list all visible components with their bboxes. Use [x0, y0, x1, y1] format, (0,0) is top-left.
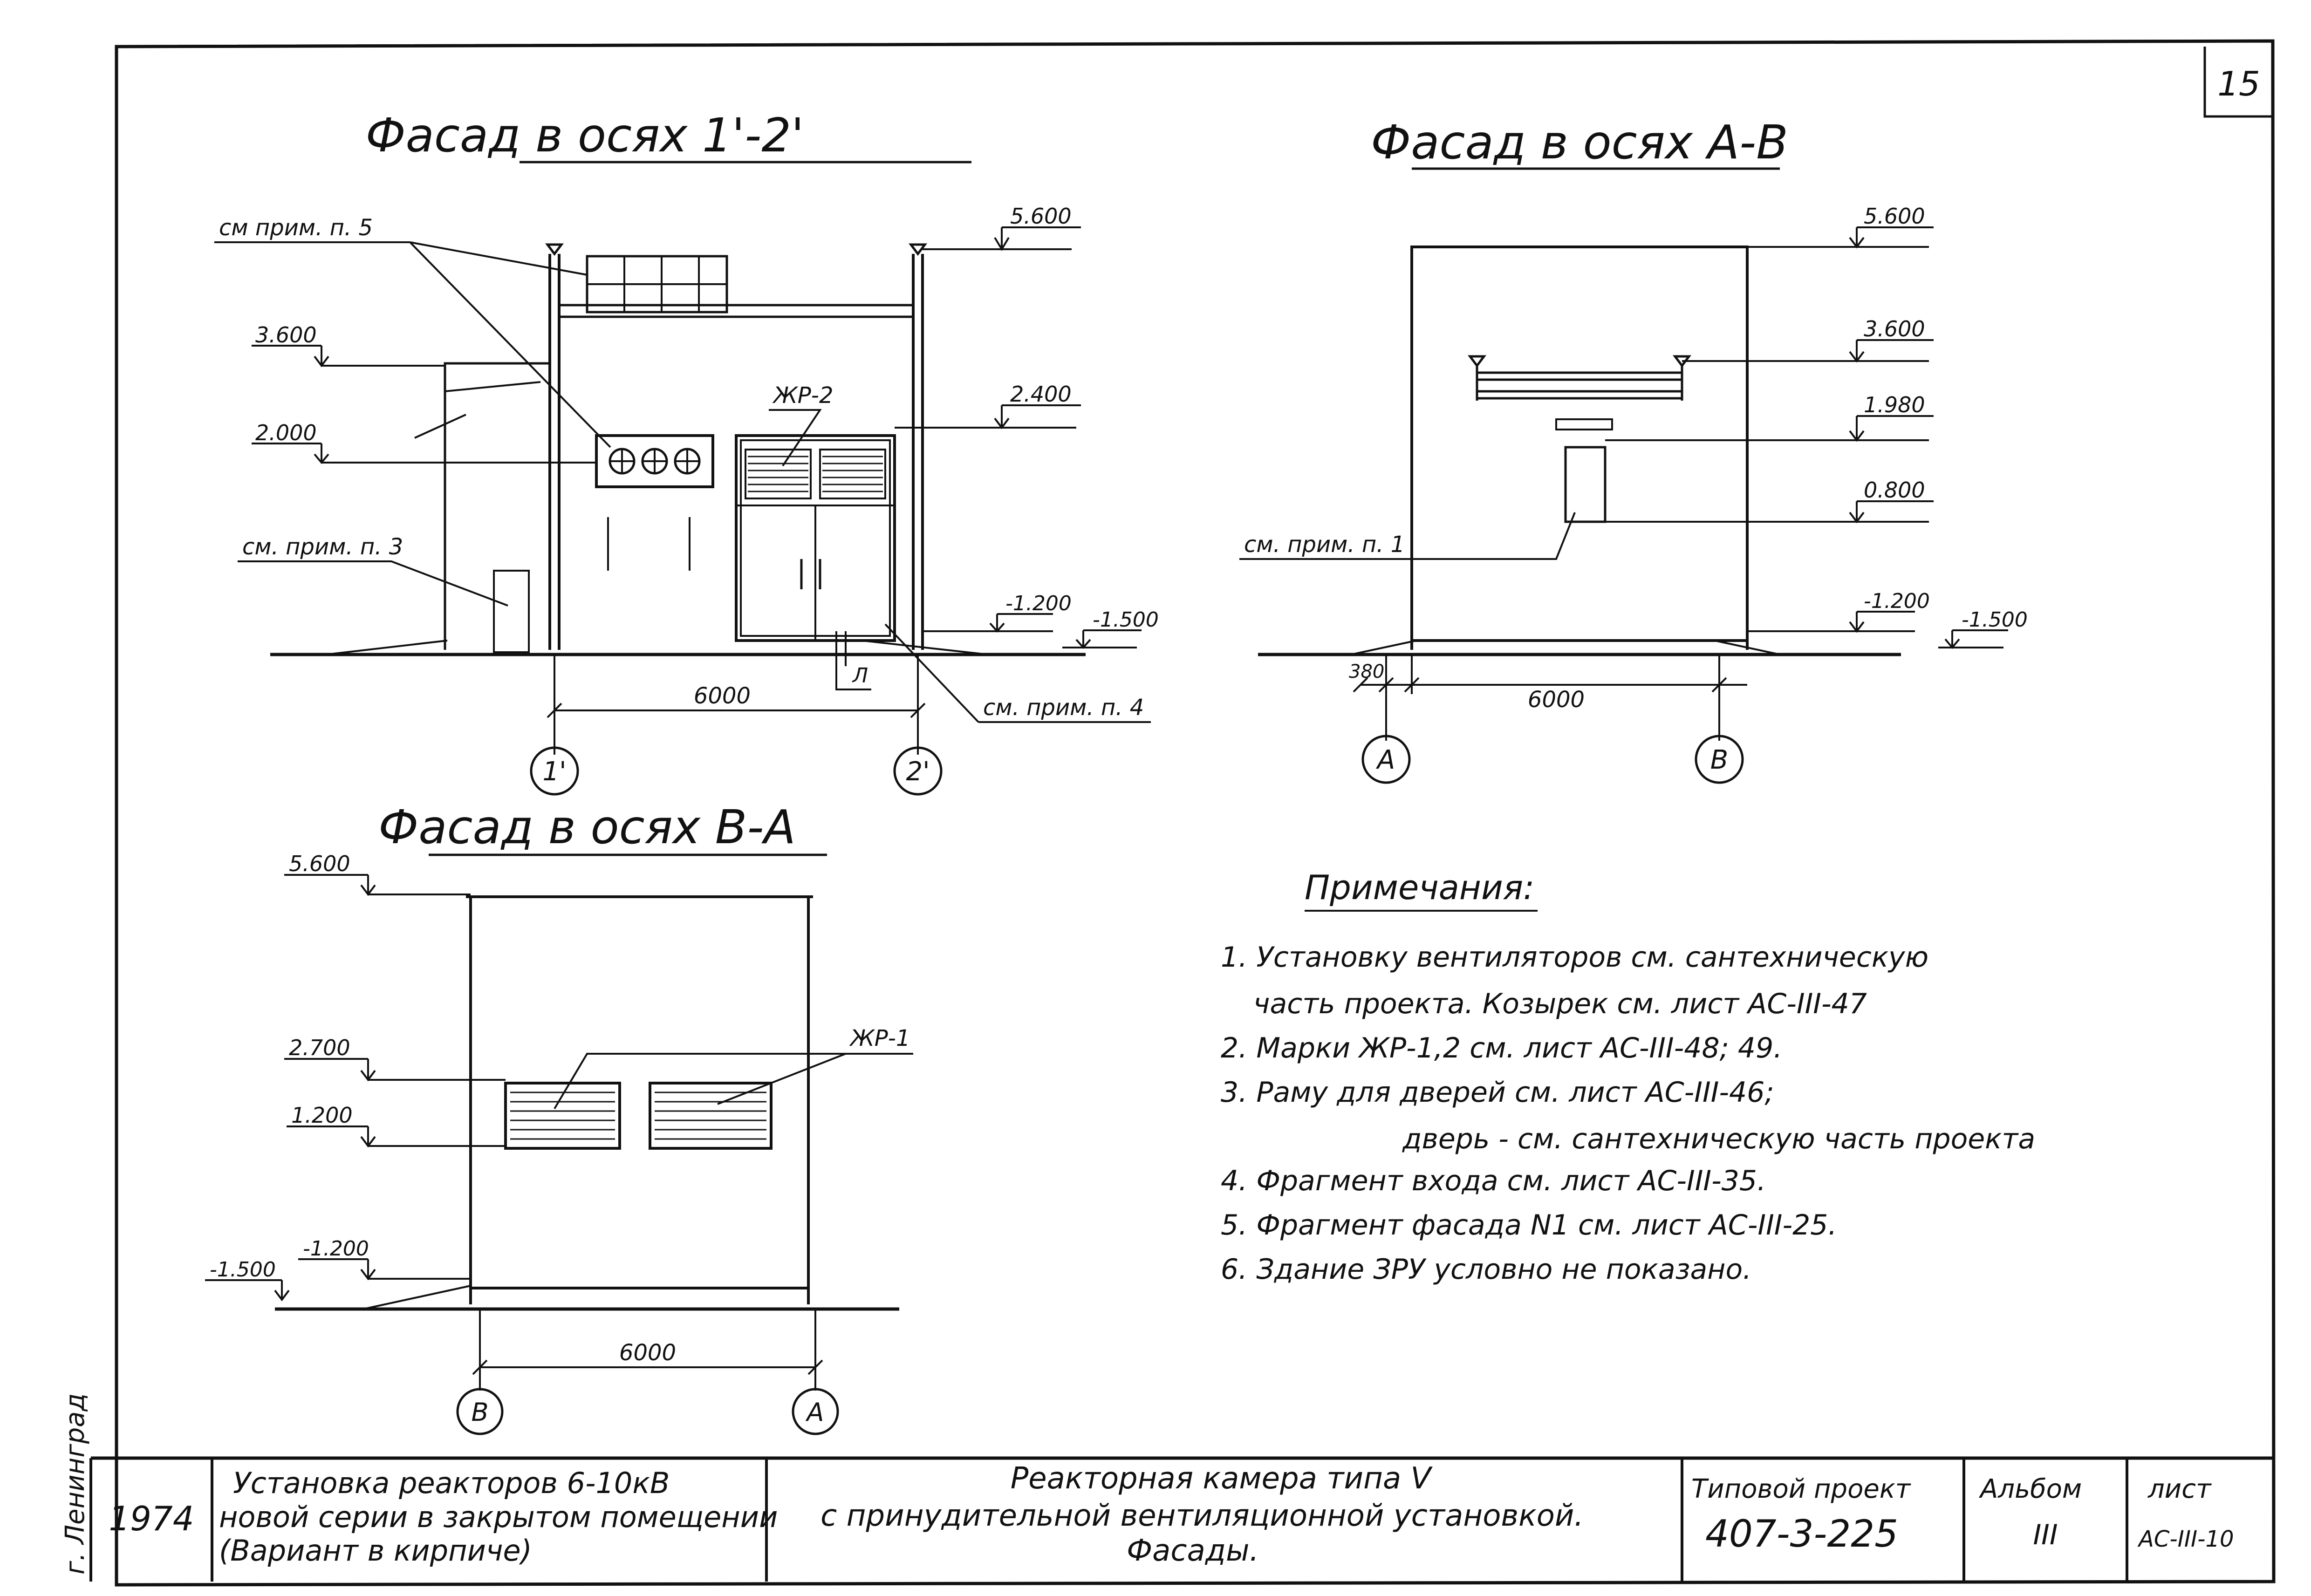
- level-va-ground: -1.200: [303, 1237, 369, 1261]
- callout-note-1: см. прим. п. 1: [1244, 532, 1405, 558]
- axis-bubble-1: [530, 746, 579, 796]
- callout-note-5: см прим. п. 5: [219, 215, 373, 241]
- axis-bubble-2: [893, 746, 943, 796]
- tb-drawing-title-3: Фасады.: [1127, 1534, 1259, 1568]
- axis-label-v: В: [1710, 745, 1728, 775]
- note-line-7: 5. Фрагмент фасада N1 см. лист АС-III-25…: [1221, 1209, 1837, 1241]
- axis-bubble-va-right: [792, 1388, 839, 1435]
- facade-12-title: Фасад в осях 1'-2': [366, 108, 804, 163]
- note-line-8: 6. Здание ЗРУ условно не показано.: [1221, 1253, 1751, 1286]
- note-line-5: дверь - см. сантехническую часть проекта: [1402, 1123, 2035, 1155]
- tb-album-label: Альбом: [1979, 1474, 2082, 1504]
- note-line-6: 4. Фрагмент входа см. лист АС-III-35.: [1221, 1165, 1766, 1197]
- louver-label-zhr1: ЖР-1: [849, 1025, 910, 1051]
- louvers-zhr1: [504, 1082, 773, 1150]
- facade-va-title: Фасад в осях В-А: [378, 800, 796, 854]
- tb-project-label: Типовой проект: [1691, 1474, 1911, 1504]
- level-roof-left: 3.600: [255, 322, 317, 348]
- level-av-window-bottom: 0.800: [1864, 477, 1925, 503]
- level-top: 5.600: [1010, 204, 1072, 229]
- tb-project-desc-1: Установка реакторов 6-10кВ: [233, 1466, 670, 1500]
- tb-project-number: 407-3-225: [1705, 1512, 1898, 1555]
- level-door-top: 2.400: [1010, 382, 1072, 407]
- span-12: 6000: [694, 683, 751, 709]
- tb-drawing-title-2: с принудительной вентиляционной установк…: [820, 1499, 1584, 1533]
- tb-sheet-label: лист: [2147, 1474, 2212, 1504]
- tb-project-desc-3: (Вариант в кирпиче): [219, 1534, 532, 1568]
- note-line-1: 1. Установку вентиляторов см. сантехниче…: [1221, 941, 1928, 974]
- span-av: 6000: [1528, 687, 1585, 713]
- span-va: 6000: [619, 1340, 676, 1366]
- axis-label-va-left: В: [471, 1398, 488, 1427]
- level-av-canopy: 3.600: [1864, 316, 1925, 341]
- level-marks-va: 5.600 2.700 1.200 -1.200 -1.500: [205, 851, 506, 1302]
- callout-note-4: см. прим. п. 4: [983, 695, 1144, 721]
- title-block: 1974 Установка реакторов 6-10кВ новой се…: [89, 1456, 2274, 1582]
- level-sill: 2.000: [255, 420, 317, 445]
- facade-axes-a-v: Фасад в осях А-В см. прим. п. 1 5.600 3.…: [1239, 115, 2028, 784]
- offset-av: 380: [1349, 661, 1384, 682]
- level-av-top: 5.600: [1864, 204, 1925, 229]
- dimension-va: 6000: [472, 1309, 823, 1391]
- facade-av-title: Фасад в осях А-В: [1371, 115, 1788, 170]
- margin-stamp: г. Ленинград: [60, 1393, 90, 1575]
- level-av-ground-outer: -1.500: [1962, 608, 2028, 632]
- facade-axes-v-a: Фасад в осях В-А ЖР-1 5.600 2.700 1.200 …: [205, 800, 913, 1435]
- tb-year: 1974: [109, 1499, 194, 1538]
- level-marks-av: 5.600 3.600 1.980 0.800 -1.200 -1.500: [1605, 204, 2028, 649]
- louver-label-zhr2: ЖР-2: [772, 382, 834, 409]
- note-line-3: 2. Марки ЖР-1,2 см. лист АС-III-48; 49.: [1221, 1032, 1782, 1064]
- tb-drawing-title-1: Реакторная камера типа V: [1011, 1461, 1433, 1496]
- level-ground: -1.200: [1005, 592, 1072, 615]
- level-ground-outer: -1.500: [1093, 608, 1159, 632]
- dimension-12: 6000: [547, 655, 926, 755]
- notes-heading: Примечания:: [1305, 868, 1534, 907]
- axis-label-2: 2': [906, 757, 930, 787]
- level-va-ground-outer: -1.500: [210, 1258, 276, 1282]
- axis-label-1: 1': [542, 757, 566, 787]
- notes-block: Примечания: 1. Установку вентиляторов см…: [1221, 868, 2035, 1286]
- facade-axes-1-2: Фасад в осях 1'-2' ЖР-2 см: [214, 108, 1159, 796]
- axis-bubble-a: [1361, 735, 1411, 784]
- level-va-louver-bottom: 1.200: [291, 1103, 353, 1128]
- level-marks-12: 5.600 3.600 2.000 2.400 -1.200 -1.500: [252, 204, 1159, 649]
- dimension-av: 380 6000: [1349, 655, 1747, 741]
- axis-label-va-right: А: [806, 1398, 824, 1427]
- level-av-ground: -1.200: [1864, 589, 1930, 613]
- level-av-window-top: 1.980: [1864, 392, 1925, 417]
- note-line-4: 3. Раму для дверей см. лист АС-III-46;: [1221, 1076, 1774, 1109]
- tb-project-desc-2: новой серии в закрытом помещении: [219, 1500, 778, 1534]
- detail-mark-l: Л: [852, 664, 868, 688]
- callout-note-3: см. прим. п. 3: [242, 534, 403, 560]
- tb-album-number: III: [2033, 1519, 2058, 1551]
- axis-bubble-v: [1695, 735, 1744, 784]
- tb-sheet-code: АС-III-10: [2137, 1526, 2234, 1552]
- sheet-frame: 15: [115, 39, 2276, 1587]
- level-va-louver-top: 2.700: [289, 1035, 350, 1060]
- level-va-top: 5.600: [289, 851, 350, 876]
- note-line-2: часть проекта. Козырек см. лист АС-III-4…: [1253, 988, 1867, 1020]
- axis-label-a: А: [1376, 745, 1395, 775]
- axis-bubble-va-left: [456, 1388, 504, 1435]
- sheet-number: 15: [2217, 64, 2260, 103]
